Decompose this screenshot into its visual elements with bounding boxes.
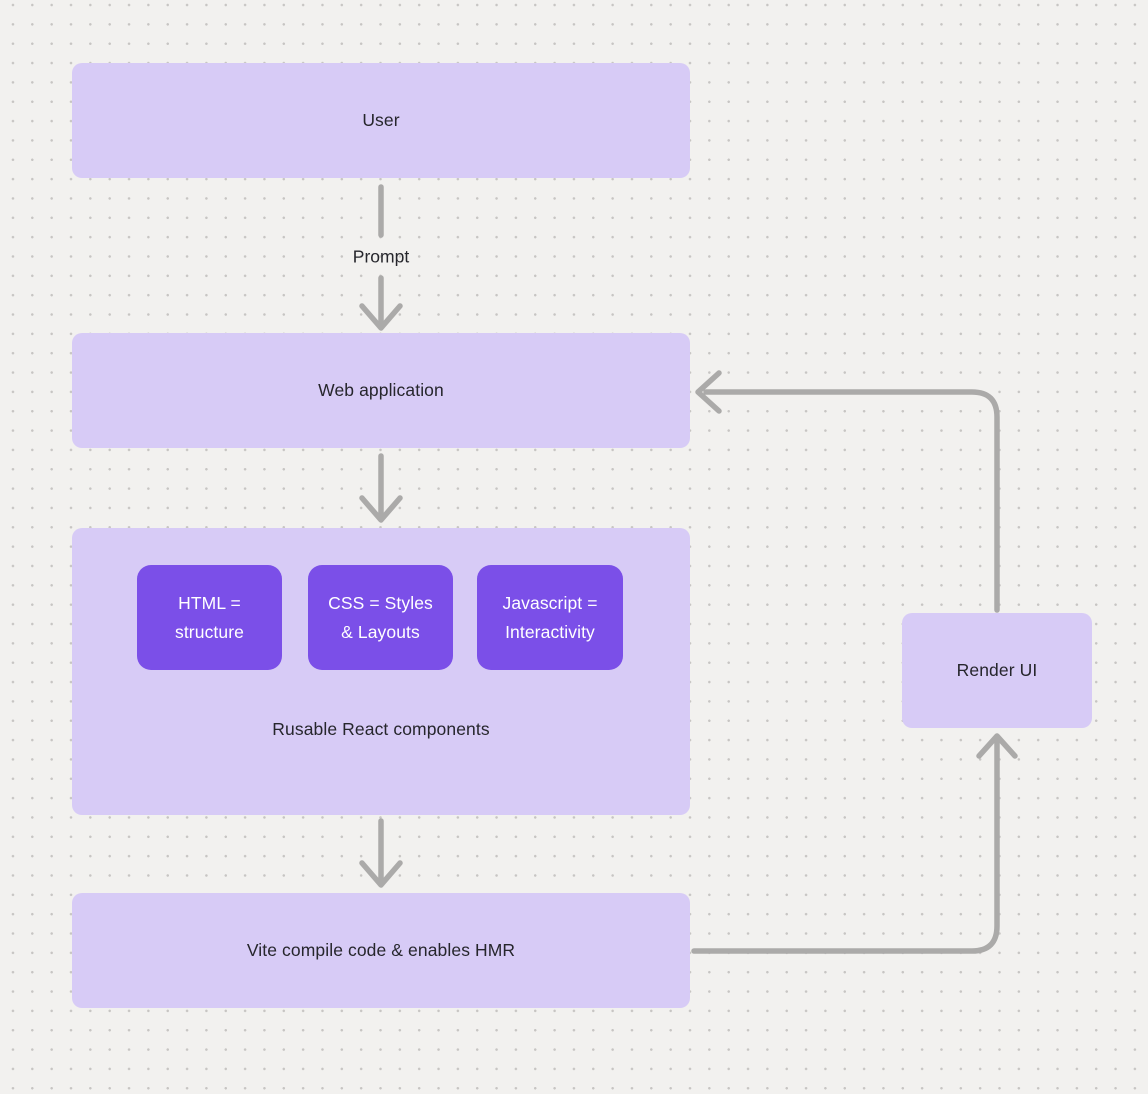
node-user-label: User [362,110,400,130]
edge-label-prompt: Prompt [352,246,410,267]
components-group-caption: Rusable React components [272,719,490,739]
node-web-application: Web application [72,333,690,448]
node-html-structure: HTML = structure [137,565,282,670]
node-web-application-label: Web application [318,380,444,400]
node-vite-label: Vite compile code & enables HMR [246,940,516,960]
node-render-ui: Render UI [902,613,1092,728]
node-css-styles: CSS = Styles & Layouts [308,565,453,670]
node-render-ui-label: Render UI [956,660,1038,680]
edge-group-to-vite-arrow [359,818,403,888]
node-html-structure-label: HTML = structure [175,592,244,642]
node-components-group: HTML = structure CSS = Styles & Layouts … [72,528,690,815]
node-javascript-interactivity-label: Javascript = Interactivity [502,592,598,642]
edge-prompt-to-webapp-arrow [359,275,403,331]
node-css-styles-label: CSS = Styles & Layouts [328,592,433,642]
edge-render-to-webapp-arrow [695,370,1000,613]
node-javascript-interactivity: Javascript = Interactivity [477,565,623,670]
node-user: User [72,63,690,178]
edge-webapp-to-group-arrow [359,453,403,523]
node-vite: Vite compile code & enables HMR [72,893,690,1008]
edge-vite-to-render-arrow [691,733,1018,954]
